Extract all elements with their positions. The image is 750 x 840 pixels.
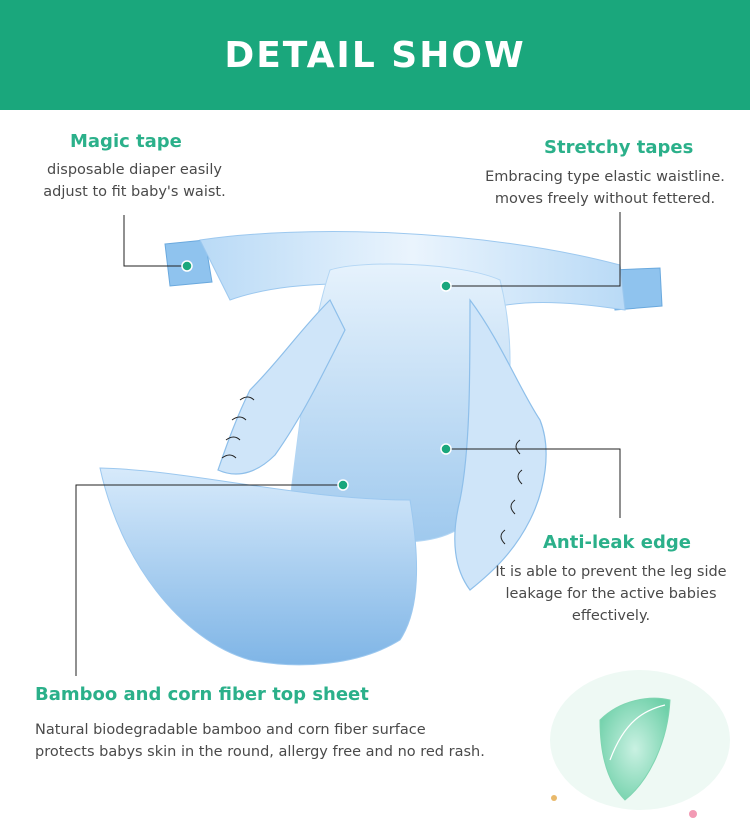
stretchy-tapes-desc-line-2: moves freely without fettered. xyxy=(494,191,716,207)
stretchy-tapes-desc: Embracing type elastic waistline. moves … xyxy=(470,166,740,210)
fabric-sample-image xyxy=(550,670,730,818)
top-sheet-desc-line-2: protects babys skin in the round, allerg… xyxy=(35,744,485,760)
magic-tape-title: Magic tape xyxy=(70,131,182,152)
stretchy-tapes-leader xyxy=(446,212,621,287)
magic-tape-desc-line-2: adjust to fit baby's waist. xyxy=(43,184,226,200)
magic-tape-desc: disposable diaper easily adjust to fit b… xyxy=(32,159,237,203)
anti-leak-desc-line-3: effectively. xyxy=(571,608,651,624)
top-sheet-leader xyxy=(75,484,343,676)
anti-leak-desc-line-1: It is able to prevent the leg side xyxy=(495,564,727,580)
anti-leak-desc: It is able to prevent the leg side leaka… xyxy=(480,561,742,627)
right-leg-cuff-shape xyxy=(454,298,547,591)
stretchy-tapes-title: Stretchy tapes xyxy=(544,137,694,158)
left-leg-cuff-shape xyxy=(217,298,346,475)
top-sheet-desc: Natural biodegradable bamboo and corn fi… xyxy=(35,719,555,763)
anti-leak-desc-line-2: leakage for the active babies xyxy=(505,586,717,602)
front-cup-shape xyxy=(99,467,418,666)
header-banner: DETAIL SHOW xyxy=(0,0,750,110)
magic-tape-dot xyxy=(181,260,193,272)
stretchy-tapes-dot xyxy=(440,280,452,292)
page-title: DETAIL SHOW xyxy=(224,34,526,76)
anti-leak-dot xyxy=(440,443,452,455)
top-sheet-title: Bamboo and corn fiber top sheet xyxy=(35,684,369,705)
magic-tape-desc-line-1: disposable diaper easily xyxy=(47,162,222,178)
diaper-illustration xyxy=(75,212,730,818)
top-sheet-dot xyxy=(337,479,349,491)
top-sheet-desc-line-1: Natural biodegradable bamboo and corn fi… xyxy=(35,722,426,738)
anti-leak-title: Anti-leak edge xyxy=(543,532,691,553)
magic-tape-leader xyxy=(123,215,187,267)
stretchy-tapes-desc-line-1: Embracing type elastic waistline. xyxy=(485,169,725,185)
anti-leak-leader xyxy=(446,448,621,518)
